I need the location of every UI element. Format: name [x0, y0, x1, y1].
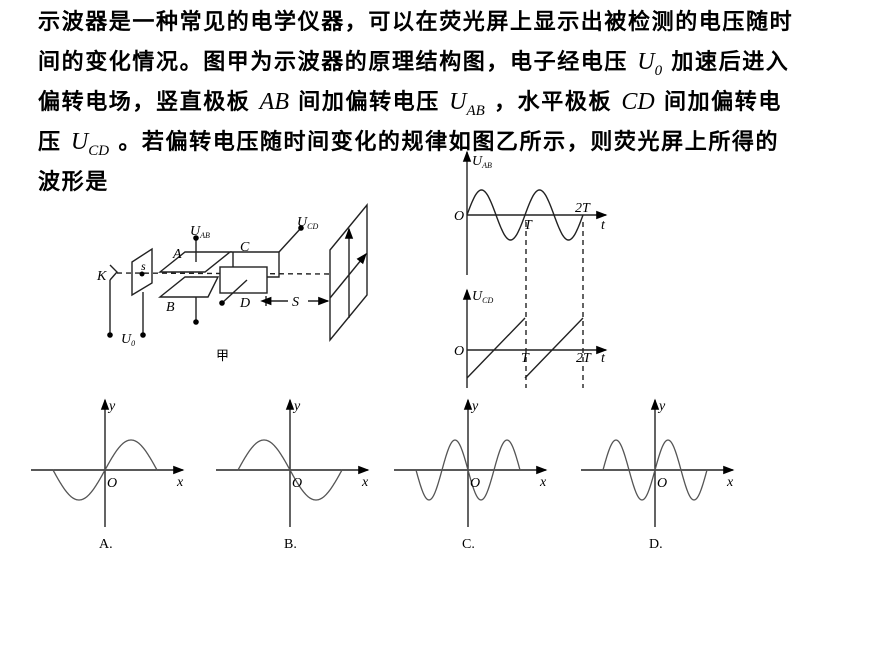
- label-b: B: [166, 300, 175, 315]
- waveform-curve: [52, 439, 158, 501]
- ucd-t-label: t: [601, 351, 606, 366]
- wire: [221, 279, 248, 304]
- plate-b: [158, 276, 220, 298]
- uab-tick-2t: 2T: [575, 201, 591, 216]
- oscilloscope-diagram: [107, 203, 368, 342]
- origin-label: O: [657, 476, 667, 491]
- option-label: C.: [462, 537, 475, 552]
- label-u0: U0: [121, 332, 135, 348]
- ucd-tick-2t: 2T: [576, 351, 592, 366]
- label-d: D: [239, 296, 250, 311]
- question-text: 示波器是一种常见的电学仪器，可以在荧光屏上显示出被检测的电压随时 间的变化情况。…: [38, 2, 878, 202]
- uab-sine-curve: [466, 189, 584, 241]
- question-line-5: 波形是: [38, 162, 878, 202]
- y-label: y: [292, 399, 301, 414]
- text: U: [121, 332, 132, 347]
- y-label: y: [657, 399, 666, 414]
- screen-x-axis: [329, 252, 367, 299]
- question-line-3: 偏转电场，竖直极板 AB 间加偏转电压 UAB ，水平极板 CD 间加偏转电: [38, 82, 878, 122]
- math-ab: AB: [259, 89, 289, 115]
- text: 偏转电场，竖直极板: [38, 89, 251, 115]
- subscript: AB: [199, 231, 210, 240]
- x-label: x: [726, 475, 734, 490]
- voltage-graphs: [462, 150, 608, 388]
- anode-plate: [131, 247, 153, 297]
- waveform-curve: [602, 439, 708, 501]
- text: 加速后进入: [671, 49, 790, 75]
- label-a: A: [172, 247, 182, 262]
- question-line-2: 间的变化情况。图甲为示波器的原理结构图，电子经电压 U0 加速后进入: [38, 42, 878, 82]
- option-label: A.: [99, 537, 113, 552]
- cathode-k: [109, 264, 118, 281]
- question-line-4: 压 UCD 。若偏转电压随时间变化的规律如图乙所示，则荧光屏上所得的: [38, 122, 878, 162]
- label-uab: UAB: [190, 224, 210, 240]
- subscript: 0: [131, 339, 135, 348]
- ucd-origin: O: [454, 344, 464, 359]
- waveform-curve: [415, 439, 521, 501]
- option-label: B.: [284, 537, 297, 552]
- uab-tick-t: T: [524, 218, 533, 233]
- x-label: x: [176, 475, 184, 490]
- label-k: K: [96, 269, 107, 284]
- text: ，水平极板: [494, 89, 613, 115]
- uab-t-label: t: [601, 218, 606, 233]
- label-c: C: [240, 240, 250, 255]
- question-line-1: 示波器是一种常见的电学仪器，可以在荧光屏上显示出被检测的电压随时: [38, 2, 878, 42]
- caption-jia: 甲: [216, 348, 229, 363]
- subscript: CD: [482, 296, 493, 305]
- uab-origin: O: [454, 209, 464, 224]
- text: 压: [38, 129, 62, 155]
- text: 间加偏转电压: [298, 89, 440, 115]
- label-ucd: UCD: [297, 215, 318, 231]
- text: 示波器是一种常见的电学仪器，可以在荧光屏上显示出被检测的电压随时: [38, 9, 794, 35]
- diagram-labels: K s U0 A B C D UAB UCD S 甲: [96, 215, 318, 363]
- text: 间加偏转电: [663, 89, 782, 115]
- text: U: [637, 49, 655, 75]
- subscript: CD: [88, 142, 110, 159]
- x-label: x: [361, 475, 369, 490]
- label-s-distance: S: [292, 295, 299, 310]
- origin-label: O: [470, 476, 480, 491]
- origin-label: O: [107, 476, 117, 491]
- text: U: [190, 224, 201, 239]
- text: 波形是: [38, 169, 109, 195]
- uab-label: UAB: [472, 154, 492, 170]
- subscript: CD: [307, 222, 318, 231]
- math-uab: UAB: [449, 89, 485, 119]
- graph-labels: UAB O T 2T t UCD O T 2T t: [454, 154, 606, 366]
- text: U: [472, 154, 483, 169]
- plate-d: [219, 266, 268, 294]
- text: 间的变化情况。图甲为示波器的原理结构图，电子经电压: [38, 49, 629, 75]
- ucd-label: UCD: [472, 289, 493, 305]
- wire-ucd: [278, 227, 302, 253]
- math-ucd: UCD: [70, 129, 109, 159]
- text: U: [449, 89, 467, 115]
- text: U: [472, 289, 483, 304]
- subscript: AB: [466, 102, 485, 119]
- y-label: y: [107, 399, 116, 414]
- waveform-curve: [237, 439, 343, 501]
- ucd-tick-t: T: [521, 351, 530, 366]
- subscript: 0: [654, 62, 663, 79]
- math-cd: CD: [621, 89, 655, 115]
- text: U: [297, 215, 308, 230]
- origin-label: O: [292, 476, 302, 491]
- math-u0: U0: [637, 49, 662, 79]
- plate-c: [230, 251, 280, 278]
- screen: [329, 203, 368, 342]
- text: 。若偏转电压随时间变化的规律如图乙所示，则荧光屏上所得的: [118, 129, 780, 155]
- option-label: D.: [649, 537, 663, 552]
- ucd-sawtooth-curve: [466, 317, 584, 379]
- y-label: y: [470, 399, 479, 414]
- label-s-small: s: [141, 259, 146, 273]
- x-label: x: [539, 475, 547, 490]
- text: U: [70, 129, 89, 155]
- subscript: AB: [481, 161, 492, 170]
